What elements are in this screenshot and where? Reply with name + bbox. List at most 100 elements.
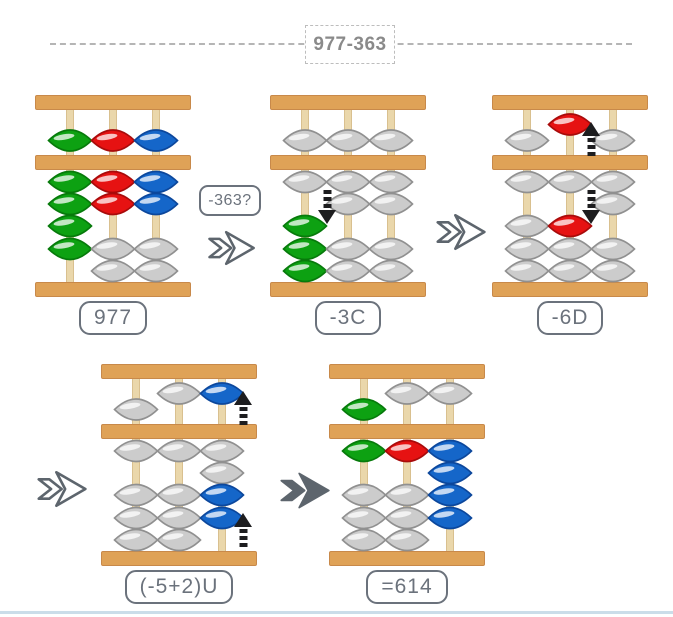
earth-bead — [47, 237, 93, 261]
abacus-bottom-bar — [35, 282, 191, 297]
heaven-bead — [427, 382, 473, 405]
abacus-beam — [329, 424, 485, 439]
abacus-bottom-bar — [329, 551, 485, 566]
exercise-title: 977-363 — [313, 33, 387, 55]
earth-bead — [504, 170, 550, 194]
earth-bead — [282, 259, 328, 283]
earth-bead — [590, 259, 636, 283]
earth-bead — [90, 192, 136, 216]
heaven-bead — [341, 398, 387, 421]
earth-bead — [368, 259, 414, 283]
abacus-top-bar — [35, 95, 191, 110]
value-label-wrap: =614 — [329, 570, 485, 605]
earth-bead — [325, 192, 371, 216]
abacus-result — [329, 364, 485, 566]
earth-bead — [156, 528, 202, 552]
abacus-minus-6-tens — [492, 95, 648, 297]
abacus-bottom-bar — [492, 282, 648, 297]
step-arrow-icon — [37, 470, 87, 508]
abacus-beam — [101, 424, 257, 439]
earth-bead — [282, 214, 328, 238]
step-arrow-icon — [208, 230, 255, 266]
bead-move-up-arrow-icon — [582, 122, 600, 156]
heaven-bead — [384, 382, 430, 405]
earth-bead — [133, 170, 179, 194]
earth-bead — [90, 259, 136, 283]
abacus-top-bar — [329, 364, 485, 379]
heaven-bead — [590, 129, 636, 152]
earth-bead — [325, 237, 371, 261]
earth-bead — [384, 528, 430, 552]
value-label-wrap: -6D — [492, 301, 648, 336]
value-label-start: 977 — [78, 301, 148, 336]
heaven-bead — [47, 129, 93, 152]
heaven-bead — [156, 382, 202, 405]
bead-move-down-arrow-icon — [318, 190, 336, 224]
heaven-bead — [199, 382, 245, 405]
heaven-bead — [368, 129, 414, 152]
abacus-beam — [270, 155, 426, 170]
abacus-top-bar — [492, 95, 648, 110]
heaven-bead — [325, 129, 371, 152]
earth-bead — [199, 461, 245, 485]
abacus-beam — [35, 155, 191, 170]
step-arrow-icon — [280, 472, 330, 509]
earth-bead — [590, 192, 636, 216]
earth-bead — [341, 483, 387, 507]
earth-bead — [113, 528, 159, 552]
earth-bead — [368, 170, 414, 194]
heaven-bead — [282, 129, 328, 152]
value-label-minus-5-plus-2-units: (-5+2)U — [124, 570, 234, 605]
earth-bead — [427, 483, 473, 507]
earth-bead — [368, 237, 414, 261]
value-label-minus-3-hundreds: -3C — [314, 301, 382, 336]
abacus-bottom-bar — [101, 551, 257, 566]
abacus-beam — [492, 155, 648, 170]
bead-move-up-arrow-icon — [234, 513, 252, 547]
heaven-bead — [504, 129, 550, 152]
value-label-wrap: 977 — [35, 301, 191, 336]
exercise-title-box: 977-363 — [305, 25, 395, 64]
abacus-bottom-bar — [270, 282, 426, 297]
value-label-wrap: -3C — [270, 301, 426, 336]
earth-bead — [427, 439, 473, 463]
value-label-result: =614 — [366, 570, 448, 605]
earth-bead — [341, 528, 387, 552]
earth-bead — [504, 259, 550, 283]
earth-bead — [47, 170, 93, 194]
heaven-bead — [113, 398, 159, 421]
earth-bead — [325, 259, 371, 283]
earth-bead — [590, 170, 636, 194]
earth-bead — [427, 506, 473, 530]
heaven-bead — [133, 129, 179, 152]
abacus-start — [35, 95, 191, 297]
earth-bead — [133, 259, 179, 283]
earth-bead — [47, 192, 93, 216]
earth-bead — [368, 192, 414, 216]
earth-bead — [90, 170, 136, 194]
bead-move-up-arrow-icon — [234, 391, 252, 425]
abacus-minus-3-hundreds — [270, 95, 426, 297]
abacus-minus-5-plus-2-units — [101, 364, 257, 566]
value-label-minus-6-tens: -6D — [536, 301, 604, 336]
abacus-top-bar — [101, 364, 257, 379]
question-label: -363? — [208, 191, 252, 209]
footer-line — [0, 611, 673, 614]
abacus-top-bar — [270, 95, 426, 110]
earth-bead — [384, 439, 430, 463]
earth-bead — [547, 214, 593, 238]
earth-bead — [341, 439, 387, 463]
heaven-bead — [90, 129, 136, 152]
earth-bead — [547, 259, 593, 283]
value-label-wrap: (-5+2)U — [101, 570, 257, 605]
earth-bead — [156, 439, 202, 463]
earth-bead — [199, 439, 245, 463]
bead-move-down-arrow-icon — [582, 190, 600, 224]
earth-bead — [590, 237, 636, 261]
earth-bead — [199, 483, 245, 507]
step-arrow-icon — [436, 213, 486, 251]
question-label-box: -363? — [199, 185, 261, 216]
earth-bead — [133, 192, 179, 216]
earth-bead — [133, 237, 179, 261]
